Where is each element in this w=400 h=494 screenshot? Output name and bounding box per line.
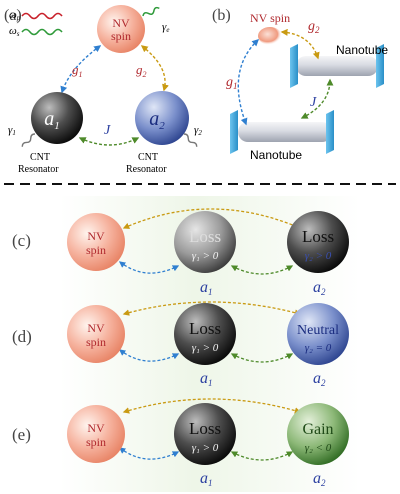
pump-drive-wave	[21, 12, 63, 20]
coupling-g2-link-b	[280, 28, 320, 60]
mode-a1-condition: γ₁ > 0	[192, 250, 219, 262]
mode-a1-condition: γ₁ > 0	[192, 442, 219, 454]
coupling-j-link-a	[78, 137, 140, 146]
coupling-g2-link	[122, 208, 302, 229]
mode-a2-label: a2	[149, 108, 165, 132]
cnt1-label-line1: CNT	[30, 152, 50, 163]
coupling-g1-link	[60, 45, 102, 94]
row-tag: (d)	[12, 327, 32, 346]
gamma1-label: γ1	[8, 124, 16, 137]
nv-decay-wave	[142, 6, 160, 17]
nv-spin-sphere	[67, 405, 125, 463]
nv-label-line1: NV	[87, 421, 105, 435]
coupling-g2-link	[122, 301, 302, 316]
nv-spin-blob-b	[258, 27, 282, 45]
coupling-g1-link	[118, 261, 180, 274]
omega-p-label: ωp	[9, 9, 21, 22]
nv-label-line2: spin	[86, 335, 106, 349]
cnt1-label-line2: Resonator	[18, 164, 59, 175]
comparison-rows: (c) NV spin Loss γ₁ > 0 Loss γ₂ > 0 a1 a…	[12, 208, 349, 488]
nv-spin-sphere-a	[97, 5, 145, 53]
nanotube-bottom-label: Nanotube	[250, 148, 302, 162]
a2-caption: a2	[313, 279, 326, 297]
nv-spin-sphere	[67, 305, 125, 363]
omega-s-label: ωs	[9, 25, 20, 38]
clamp-top-right	[376, 44, 384, 88]
gamma1-decay-wave	[21, 133, 36, 147]
row-e: (e) NV spin Loss γ₁ > 0 Gain γ₂ < 0 a1 a…	[12, 398, 349, 488]
a2-caption: a2	[313, 470, 326, 488]
coupling-g2-link	[122, 398, 302, 414]
coupling-j-link	[230, 353, 294, 363]
nv-label-line1: NV	[87, 321, 105, 335]
g1-label-a: g1	[72, 62, 83, 79]
nv-label-line2: spin	[86, 435, 106, 449]
nv-label-a-line1: NV	[112, 16, 130, 30]
row-d: (d) NV spin Loss γ₁ > 0 Neutral γ₂ = 0 a…	[12, 301, 349, 388]
nanotube-top-label: Nanotube	[336, 43, 388, 57]
mode-a2-sphere	[287, 303, 349, 365]
mode-a1-sphere	[174, 211, 236, 273]
mode-a2-title: Gain	[302, 421, 333, 438]
nv-label-line1: NV	[87, 229, 105, 243]
coupling-g1-link-b	[237, 39, 260, 126]
j-label-a: J	[104, 123, 111, 138]
mode-a2-condition: γ₂ > 0	[305, 250, 332, 262]
cnt2-label-line2: Resonator	[126, 164, 167, 175]
mode-a2-sphere	[287, 403, 349, 465]
a1-caption: a1	[200, 279, 213, 297]
mode-a2-condition: γ₂ < 0	[305, 442, 332, 454]
g2-label-b: g2	[308, 19, 320, 35]
nanotube-top-body	[296, 56, 378, 76]
row-tag: (c)	[12, 231, 31, 250]
mode-a2-sphere	[135, 91, 189, 145]
mode-a1-condition: γ₁ > 0	[192, 342, 219, 354]
nv-label-a-line2: spin	[111, 29, 131, 43]
panel-a: (a) ωp ωs NV spin γe g1 g2 a1 a2 J γ1 γ2…	[4, 5, 202, 175]
mode-a2-title: Neutral	[297, 323, 339, 338]
nv-label-b: NV spin	[250, 11, 290, 25]
mode-a1-title: Loss	[189, 419, 221, 438]
j-label-b: J	[310, 95, 317, 110]
nv-spin-sphere	[67, 213, 125, 271]
coupling-j-link-b	[300, 78, 334, 119]
gamma2-label: γ2	[194, 124, 202, 137]
coupling-g2-link	[140, 45, 169, 92]
panel-b-tag: (b)	[212, 7, 231, 24]
cnt2-label-line1: CNT	[138, 152, 158, 163]
mode-a1-sphere	[174, 303, 236, 365]
clamp-top-left	[290, 44, 298, 88]
panel-b: (b) NV spin Nanotube Nanotube g1 g2 J	[212, 7, 388, 162]
mode-a1-title: Loss	[189, 319, 221, 338]
panel-a-tag: (a)	[4, 7, 22, 24]
a2-caption: a2	[313, 370, 326, 388]
coupling-j-link	[230, 265, 294, 275]
mode-a2-condition: γ₂ = 0	[305, 342, 332, 354]
mode-a2-sphere	[287, 211, 349, 273]
coupling-g1-link	[118, 447, 180, 460]
coupling-j-link	[230, 451, 294, 461]
mode-a2-title: Loss	[302, 227, 334, 246]
clamp-bottom-right	[326, 110, 334, 154]
row-tag: (e)	[12, 425, 31, 444]
signal-drive-wave	[21, 28, 63, 36]
nanotube-bottom-body	[238, 122, 332, 142]
nv-label-line2: spin	[86, 243, 106, 257]
mode-a1-label: a1	[44, 108, 60, 132]
clamp-bottom-left	[230, 110, 238, 154]
row-c: (c) NV spin Loss γ₁ > 0 Loss γ₂ > 0 a1 a…	[12, 208, 349, 297]
a1-caption: a1	[200, 370, 213, 388]
mode-a1-title: Loss	[189, 227, 221, 246]
g2-label-a: g2	[136, 62, 147, 79]
gamma2-decay-wave	[183, 133, 198, 147]
gamma-e-label: γe	[162, 21, 169, 34]
mode-a1-sphere	[174, 403, 236, 465]
a1-caption: a1	[200, 470, 213, 488]
mode-a1-sphere	[31, 92, 83, 144]
g1-label-b: g1	[226, 75, 238, 91]
coupling-g1-link	[118, 349, 180, 362]
